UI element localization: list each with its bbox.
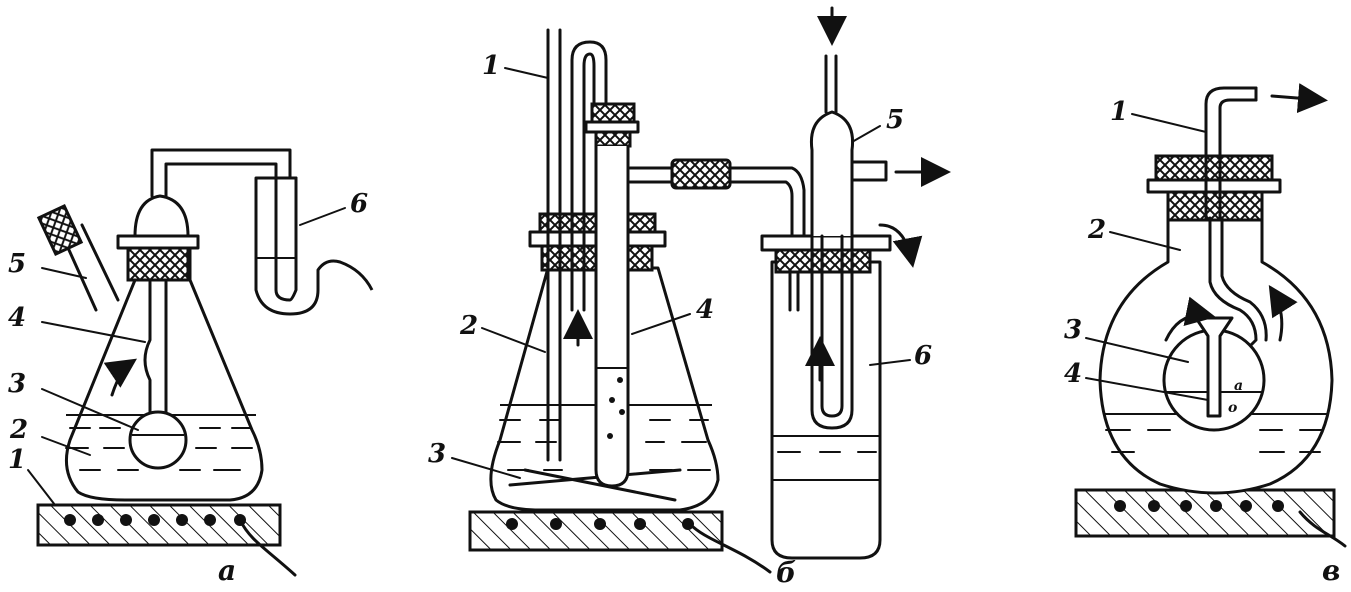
label-a-2: 2: [9, 415, 28, 445]
caption-b: б: [776, 556, 796, 587]
panel-a-u-tube: [254, 176, 374, 316]
label-b-2: 2: [459, 311, 478, 341]
label-b-3: 3: [428, 439, 446, 469]
panel-a-hot-plate: [36, 503, 297, 577]
panel-a-stopper: [116, 148, 292, 282]
panel-a-leaders: [27, 207, 346, 506]
panel-c-leaders: [1085, 113, 1209, 401]
panel-b-hot-plate: [468, 510, 772, 574]
panel-b: [451, 6, 951, 574]
svg-text:o: o: [1228, 400, 1237, 416]
caption-a: а: [218, 554, 236, 587]
label-b-6: 6: [914, 341, 932, 371]
panel-b-leaders: [451, 67, 911, 479]
panel-c-stopper: [1146, 83, 1328, 348]
label-a-4: 4: [8, 303, 26, 333]
labels: 1 2 3 4 5 6 а 1 2 3 4 5 6 б 1 2 3 4 в: [8, 51, 1340, 589]
label-a-6: 6: [350, 189, 368, 219]
label-a-3: 3: [8, 369, 26, 399]
panel-b-tubes: [546, 28, 806, 488]
panel-c-hot-plate: [1074, 488, 1347, 548]
panel-a-inner-tube: [103, 280, 188, 470]
caption-c: в: [1322, 554, 1340, 587]
label-b-5: 5: [886, 105, 904, 135]
panel-c-inner-bulb: a o: [1162, 284, 1298, 432]
panel-a: [27, 148, 374, 577]
label-c-1: 1: [1110, 97, 1128, 127]
svg-text:a: a: [1234, 378, 1243, 394]
label-b-4: 4: [696, 295, 714, 325]
label-c-3: 3: [1064, 315, 1082, 345]
panel-b-wash-bottle: [760, 6, 951, 560]
label-c-4: 4: [1064, 359, 1082, 389]
label-a-5: 5: [8, 249, 26, 279]
label-c-2: 2: [1087, 215, 1106, 245]
label-b-1: 1: [482, 51, 500, 81]
panel-c: a o: [1074, 83, 1347, 548]
label-a-1: 1: [8, 445, 26, 475]
